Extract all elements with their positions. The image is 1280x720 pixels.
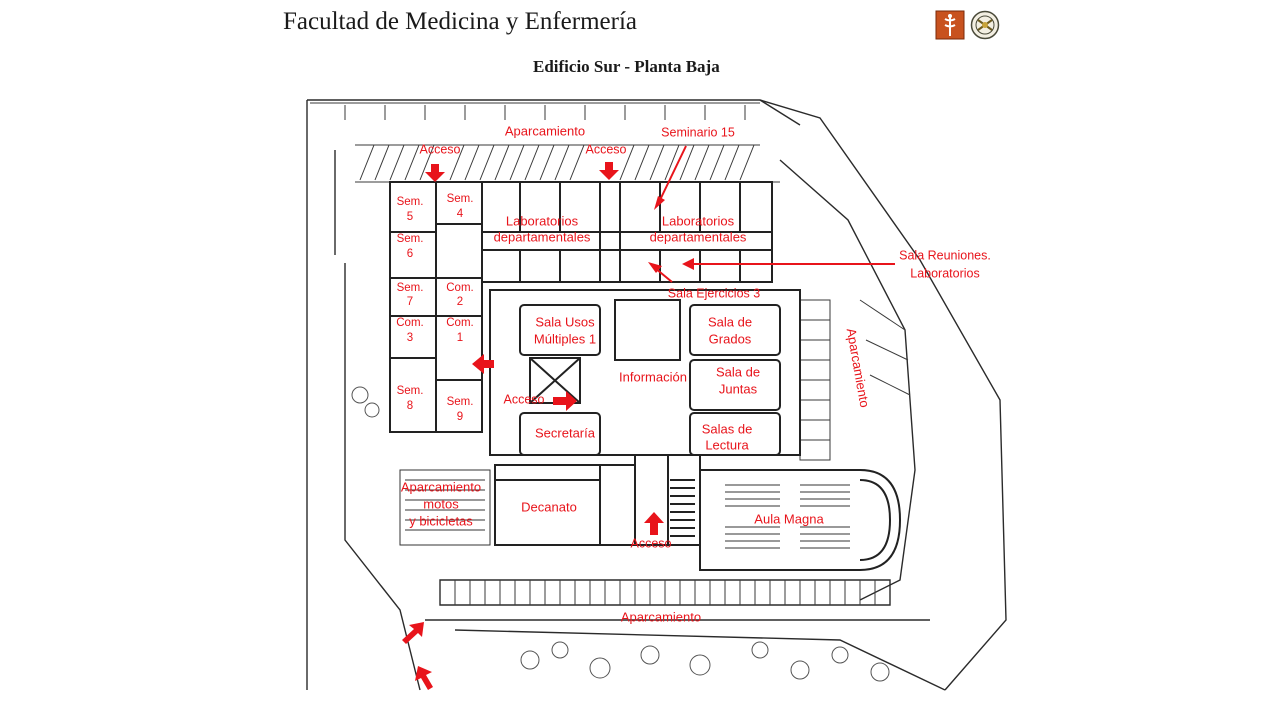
label-sala-usos-b: Múltiples 1 bbox=[534, 331, 596, 346]
label-seminario-15: Seminario 15 bbox=[661, 125, 735, 139]
label-com-1-b: 1 bbox=[457, 332, 463, 344]
label-sala-grados-a: Sala de bbox=[708, 314, 752, 329]
page-title: Facultad de Medicina y Enfermería bbox=[283, 8, 638, 35]
label-sala-ejercicios: Sala Ejercicios 3 bbox=[668, 286, 760, 300]
site-outline bbox=[306, 99, 1007, 691]
medicina-logo bbox=[935, 10, 965, 40]
label-sala-usos-a: Sala Usos bbox=[535, 314, 595, 329]
arrow-acceso-mid bbox=[599, 162, 619, 180]
label-sem-4-b: 4 bbox=[457, 208, 464, 220]
label-sem-7-b: 7 bbox=[407, 296, 413, 308]
label-aparcamiento-bottom: Aparcamiento bbox=[621, 609, 701, 624]
label-sem-5-a: Sem. bbox=[397, 196, 424, 208]
label-com-2-a: Com. bbox=[446, 282, 473, 294]
arrow-acceso-bottom bbox=[644, 512, 664, 535]
label-acceso-mid: Acceso bbox=[586, 142, 627, 156]
label-acceso-center: Acceso bbox=[504, 392, 545, 406]
label-sem-9-a: Sem. bbox=[447, 396, 474, 408]
label-motos-b: motos bbox=[423, 496, 459, 511]
label-sem-8-a: Sem. bbox=[397, 385, 424, 397]
label-aula-magna: Aula Magna bbox=[754, 511, 824, 526]
label-sem-9-b: 9 bbox=[457, 411, 463, 423]
aula-magna-seats bbox=[725, 484, 850, 549]
label-sem-8-b: 8 bbox=[407, 400, 413, 412]
arrow-entrance-2 bbox=[415, 666, 433, 690]
arrow-acceso-left bbox=[425, 164, 445, 182]
label-sala-reuniones-a: Sala Reuniones. bbox=[899, 248, 991, 262]
label-lab-left-a: Laboratorios bbox=[506, 213, 579, 228]
bike-parking bbox=[399, 469, 491, 546]
trees bbox=[351, 386, 890, 682]
label-sem-6-a: Sem. bbox=[397, 233, 424, 245]
arrow-entrance-1 bbox=[402, 622, 424, 644]
label-aparcamiento-right: Aparcamiento bbox=[844, 327, 873, 409]
parking-spaces-bottom bbox=[454, 580, 876, 605]
label-acceso-bottom: Acceso bbox=[631, 536, 672, 550]
pointer-seminario-15 bbox=[659, 145, 687, 201]
label-com-3-a: Com. bbox=[396, 317, 423, 329]
label-sem-4-a: Sem. bbox=[447, 193, 474, 205]
label-sem-6-b: 6 bbox=[407, 248, 413, 260]
label-salas-lectura-a: Salas de bbox=[702, 421, 753, 436]
map-labels: Aparcamiento Acceso Acceso Seminario 15 … bbox=[396, 123, 991, 624]
label-lab-right-a: Laboratorios bbox=[662, 213, 735, 228]
label-secretaria: Secretaría bbox=[535, 425, 596, 440]
parking-spaces-top bbox=[310, 102, 780, 183]
label-informacion: Información bbox=[619, 369, 687, 384]
label-sala-grados-b: Grados bbox=[709, 331, 752, 346]
label-sem-5-b: 5 bbox=[407, 211, 413, 223]
label-lab-left-b: departamentales bbox=[494, 229, 591, 244]
label-salas-lectura-b: Lectura bbox=[705, 437, 749, 452]
label-sala-juntas-a: Sala de bbox=[716, 364, 760, 379]
label-decanato: Decanato bbox=[521, 499, 577, 514]
label-motos-a: Aparcamiento bbox=[401, 479, 481, 494]
label-sem-7-a: Sem. bbox=[397, 282, 424, 294]
label-sala-reuniones-b: Laboratorios bbox=[910, 266, 980, 280]
arrow-left-wing bbox=[472, 354, 494, 374]
label-com-3-b: 3 bbox=[407, 332, 413, 344]
label-com-2-b: 2 bbox=[457, 296, 463, 308]
label-sala-juntas-b: Juntas bbox=[719, 381, 758, 396]
label-motos-c: y bicicletas bbox=[409, 513, 473, 528]
arrow-acceso-center bbox=[553, 391, 577, 411]
label-lab-right-b: departamentales bbox=[650, 229, 747, 244]
page-subtitle: Edificio Sur - Planta Baja bbox=[533, 57, 720, 76]
label-com-1-a: Com. bbox=[446, 317, 473, 329]
university-seal bbox=[970, 10, 1000, 40]
label-aparcamiento-top: Aparcamiento bbox=[505, 123, 585, 138]
red-arrows bbox=[402, 145, 895, 690]
label-acceso-left: Acceso bbox=[420, 142, 461, 156]
